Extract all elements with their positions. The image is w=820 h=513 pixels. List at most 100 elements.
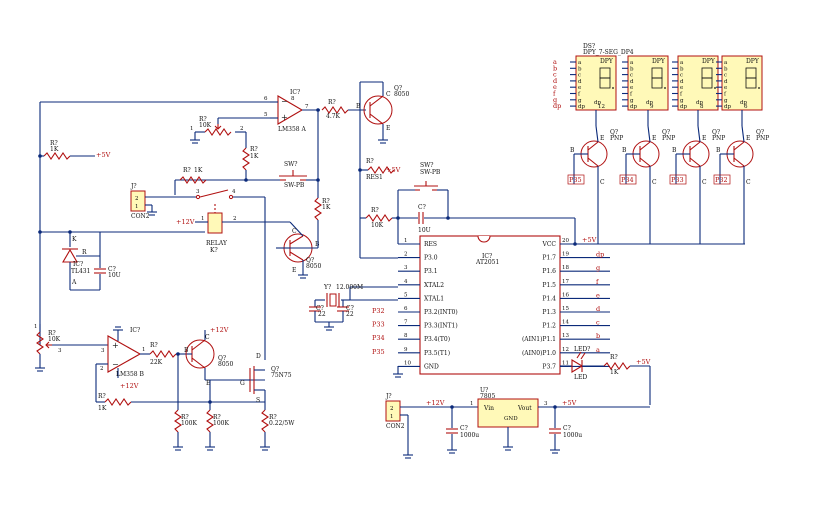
r-top-left-value: 1K [50,146,59,153]
digit-seg-letter: g [630,98,634,104]
digit-seg-letter: dp [630,104,638,110]
svg-text:6: 6 [264,96,268,102]
segment-letter: f [553,90,556,98]
q-relay-c: C [292,228,297,235]
sw2-ref: SW? [420,162,434,169]
con-top-ref: J? [130,183,137,190]
q-relay-e: E [292,267,296,274]
connector-con-bottom: 2 1 J? CON2 +12V [385,393,478,459]
tl431-ref: IC? [73,261,83,268]
pot-bottom-ref: R? [48,330,56,337]
q-top-b: B [356,103,361,110]
pnp-e: E [652,135,656,142]
digit-label: DPY [652,58,666,65]
q-drive-ref: Q? [218,355,226,362]
mcu-ref: IC? [482,253,492,260]
r100k-a-ref: R? [181,414,189,421]
c1000u-a-value: 1000u [460,432,479,439]
c1000u-b-value: 1000u [563,432,582,439]
digit-seg-letter: a [680,60,684,66]
opamp-lm358-b: + − IC? LM358 B +12V 3 2 1 [95,326,150,402]
crystal-y: Y? 12.000M C? 22 C? 22 [309,284,398,331]
svg-text:3: 3 [544,401,548,407]
r-led-value: 1K [610,369,619,376]
switch-sw1: SW? SW-PB [175,161,320,189]
digit-seg-letter: e [630,85,633,91]
q-top-value: 8050 [394,91,409,98]
sw2-value: SW-PB [420,169,441,176]
mcu-value: AT2051 [475,259,499,266]
resistor-r-mid: R? 1K [242,132,259,180]
svg-text:1: 1 [135,204,139,210]
r-base-value: 1K [322,204,331,211]
digit-dp-dot [714,87,716,89]
mcu-pin-name-left: P3.3(INT1) [424,323,458,330]
tl431-regulator: K R A IC? TL431 [62,232,100,290]
mcu-pin-num-left: 9 [404,347,408,353]
digit-seg-letter: c [724,73,727,79]
vcc-5v-label: +5V [582,236,597,244]
mcu-pin-num-left: 8 [404,333,408,339]
digit-seg-letter: b [680,66,684,72]
resistor-r-fb: R? 1K [96,393,240,412]
pnp-e: E [746,135,750,142]
opamp-b-value: LM358 B [116,371,144,378]
svg-text:1: 1 [390,414,394,420]
mcu-pin-num-right: 16 [562,292,569,298]
pnp-b: B [672,147,677,154]
led-ref: LED? [574,346,590,353]
q-drive-e: E [206,380,210,387]
sw1-ref: SW? [284,161,298,168]
reg-ref: U? [480,387,488,394]
c22b-ref: C? [346,305,354,312]
pnp-type: PNP [756,135,769,142]
opamp-lm358-a: − + IC? LM358 A 6 5 7 8 [264,89,320,133]
resistor-r-sense: R? 0.22/5W [260,409,295,451]
r-top-left-ref: R? [50,140,58,147]
svg-text:2: 2 [100,366,104,372]
svg-text:4: 4 [232,189,236,195]
digit-seg-lower [599,77,611,89]
resistor-r-10k-reset: R? 10K [360,207,398,229]
mcu-pin-name-left: P3.1 [424,268,438,275]
mcu-pin-num-right: 12 [562,347,569,353]
digit-seg-lower [701,77,713,89]
regulator-7805: Vin Vout GND U? 7805 1 3 +5V [470,387,650,451]
transistor-q-drive: +12V B C E Q? 8050 [184,326,265,410]
pnp-b: B [622,147,627,154]
mcu-pin-num-right: 19 [562,252,569,258]
r-mid-ref: R? [250,146,258,153]
mcu-pin-num-right: 15 [562,306,569,312]
segment-letter: d [553,77,557,85]
pnp-ref: Q? [756,129,764,136]
res1-value: RES1 [366,174,383,181]
mcu-net-right: a [596,346,600,354]
res1-ref: R? [366,158,374,165]
capacitor-c-1000u-b: C? 1000u [549,405,582,454]
r47k-value: 4.7K [326,113,341,120]
mcu-pin-num-left: 2 [404,252,408,258]
transistor-q-top: B C E Q? 8050 [356,81,409,258]
r100k-b-value: 100K [213,420,229,427]
r47k-ref: R? [328,99,336,106]
resistor-r-22k: R? 22K [149,342,188,410]
pnp-b: B [570,147,575,154]
capacitor-c-10u-b: C? 10U [396,204,450,234]
mcu-pin-name-right: (AIN0)P1.0 [522,350,556,357]
mcu-pin-name-left: P3.5(T1) [424,350,450,357]
q-relay-value: 8050 [306,263,321,270]
segment-letter: c [553,71,557,79]
digit-seg-letter: dp [578,104,586,110]
mcu-pin-num-right: 18 [562,265,569,271]
digit-seg-letter: c [578,73,581,79]
relay-12v-label: +12V [176,218,195,226]
q-mos-value: 75N75 [271,372,292,379]
svg-text:1: 1 [470,401,474,407]
pnp-ref: Q? [662,129,670,136]
svg-text:1: 1 [190,126,194,132]
r-sw-ref: R? [183,167,191,174]
digit-seg-letter: a [724,60,728,66]
potentiometer-r-pot-top: R? 10K 2 1 [190,116,270,144]
